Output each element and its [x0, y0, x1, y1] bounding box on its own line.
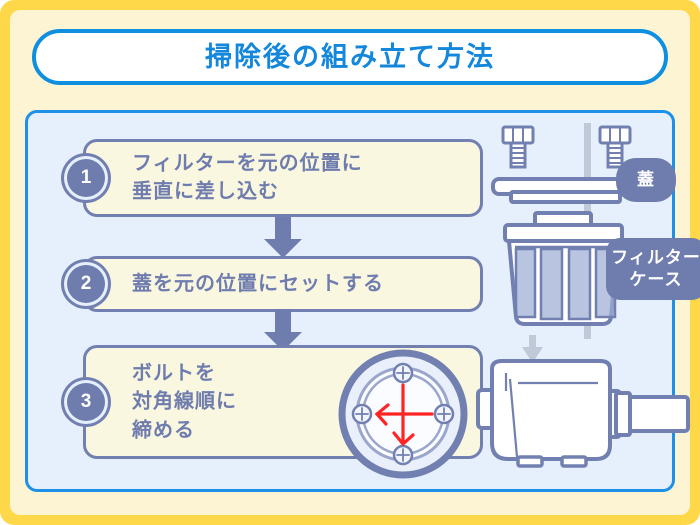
filter-basket	[503, 211, 624, 326]
label-filter-case: フィルター ケース	[606, 238, 700, 300]
step-item-2: 2 蓋を元の位置にセットする	[67, 256, 483, 312]
step-item-1: 1 フィルターを元の位置に 垂直に差し込む	[67, 139, 483, 217]
flow-arrow-down-icon	[264, 310, 302, 351]
lid-plate	[491, 177, 640, 204]
step-number-badge-2: 2	[67, 265, 105, 303]
step-label-3: ボルトを 対角線順に 締める	[132, 362, 237, 442]
housing-feet	[516, 455, 588, 468]
insert-direction-arrow-icon	[522, 335, 543, 363]
page-title: 掃除後の組み立て方法	[205, 41, 495, 72]
bolt-icon-left	[501, 125, 535, 169]
bolt-icon-right	[598, 125, 632, 169]
content-panel: 1 フィルターを元の位置に 垂直に差し込む 2 蓋を元の位置にセットする 3 ボ…	[25, 110, 700, 492]
step-number-badge-1: 1	[67, 159, 105, 197]
title-banner: 掃除後の組み立て方法	[32, 29, 668, 85]
housing-body-illustration	[476, 335, 690, 468]
tank-body	[490, 359, 612, 461]
exploded-assembly-illustration	[491, 123, 640, 339]
step-number-badge-3: 3	[67, 383, 105, 421]
tightening-order-arrows	[374, 383, 434, 447]
step-label-1: フィルターを元の位置に 垂直に差し込む	[132, 152, 363, 203]
flow-arrow-down-icon	[264, 217, 302, 258]
step-label-2: 蓋を元の位置にセットする	[132, 272, 384, 295]
diagonal-tightening-diagram	[338, 349, 468, 479]
label-lid: 蓋	[616, 158, 676, 202]
